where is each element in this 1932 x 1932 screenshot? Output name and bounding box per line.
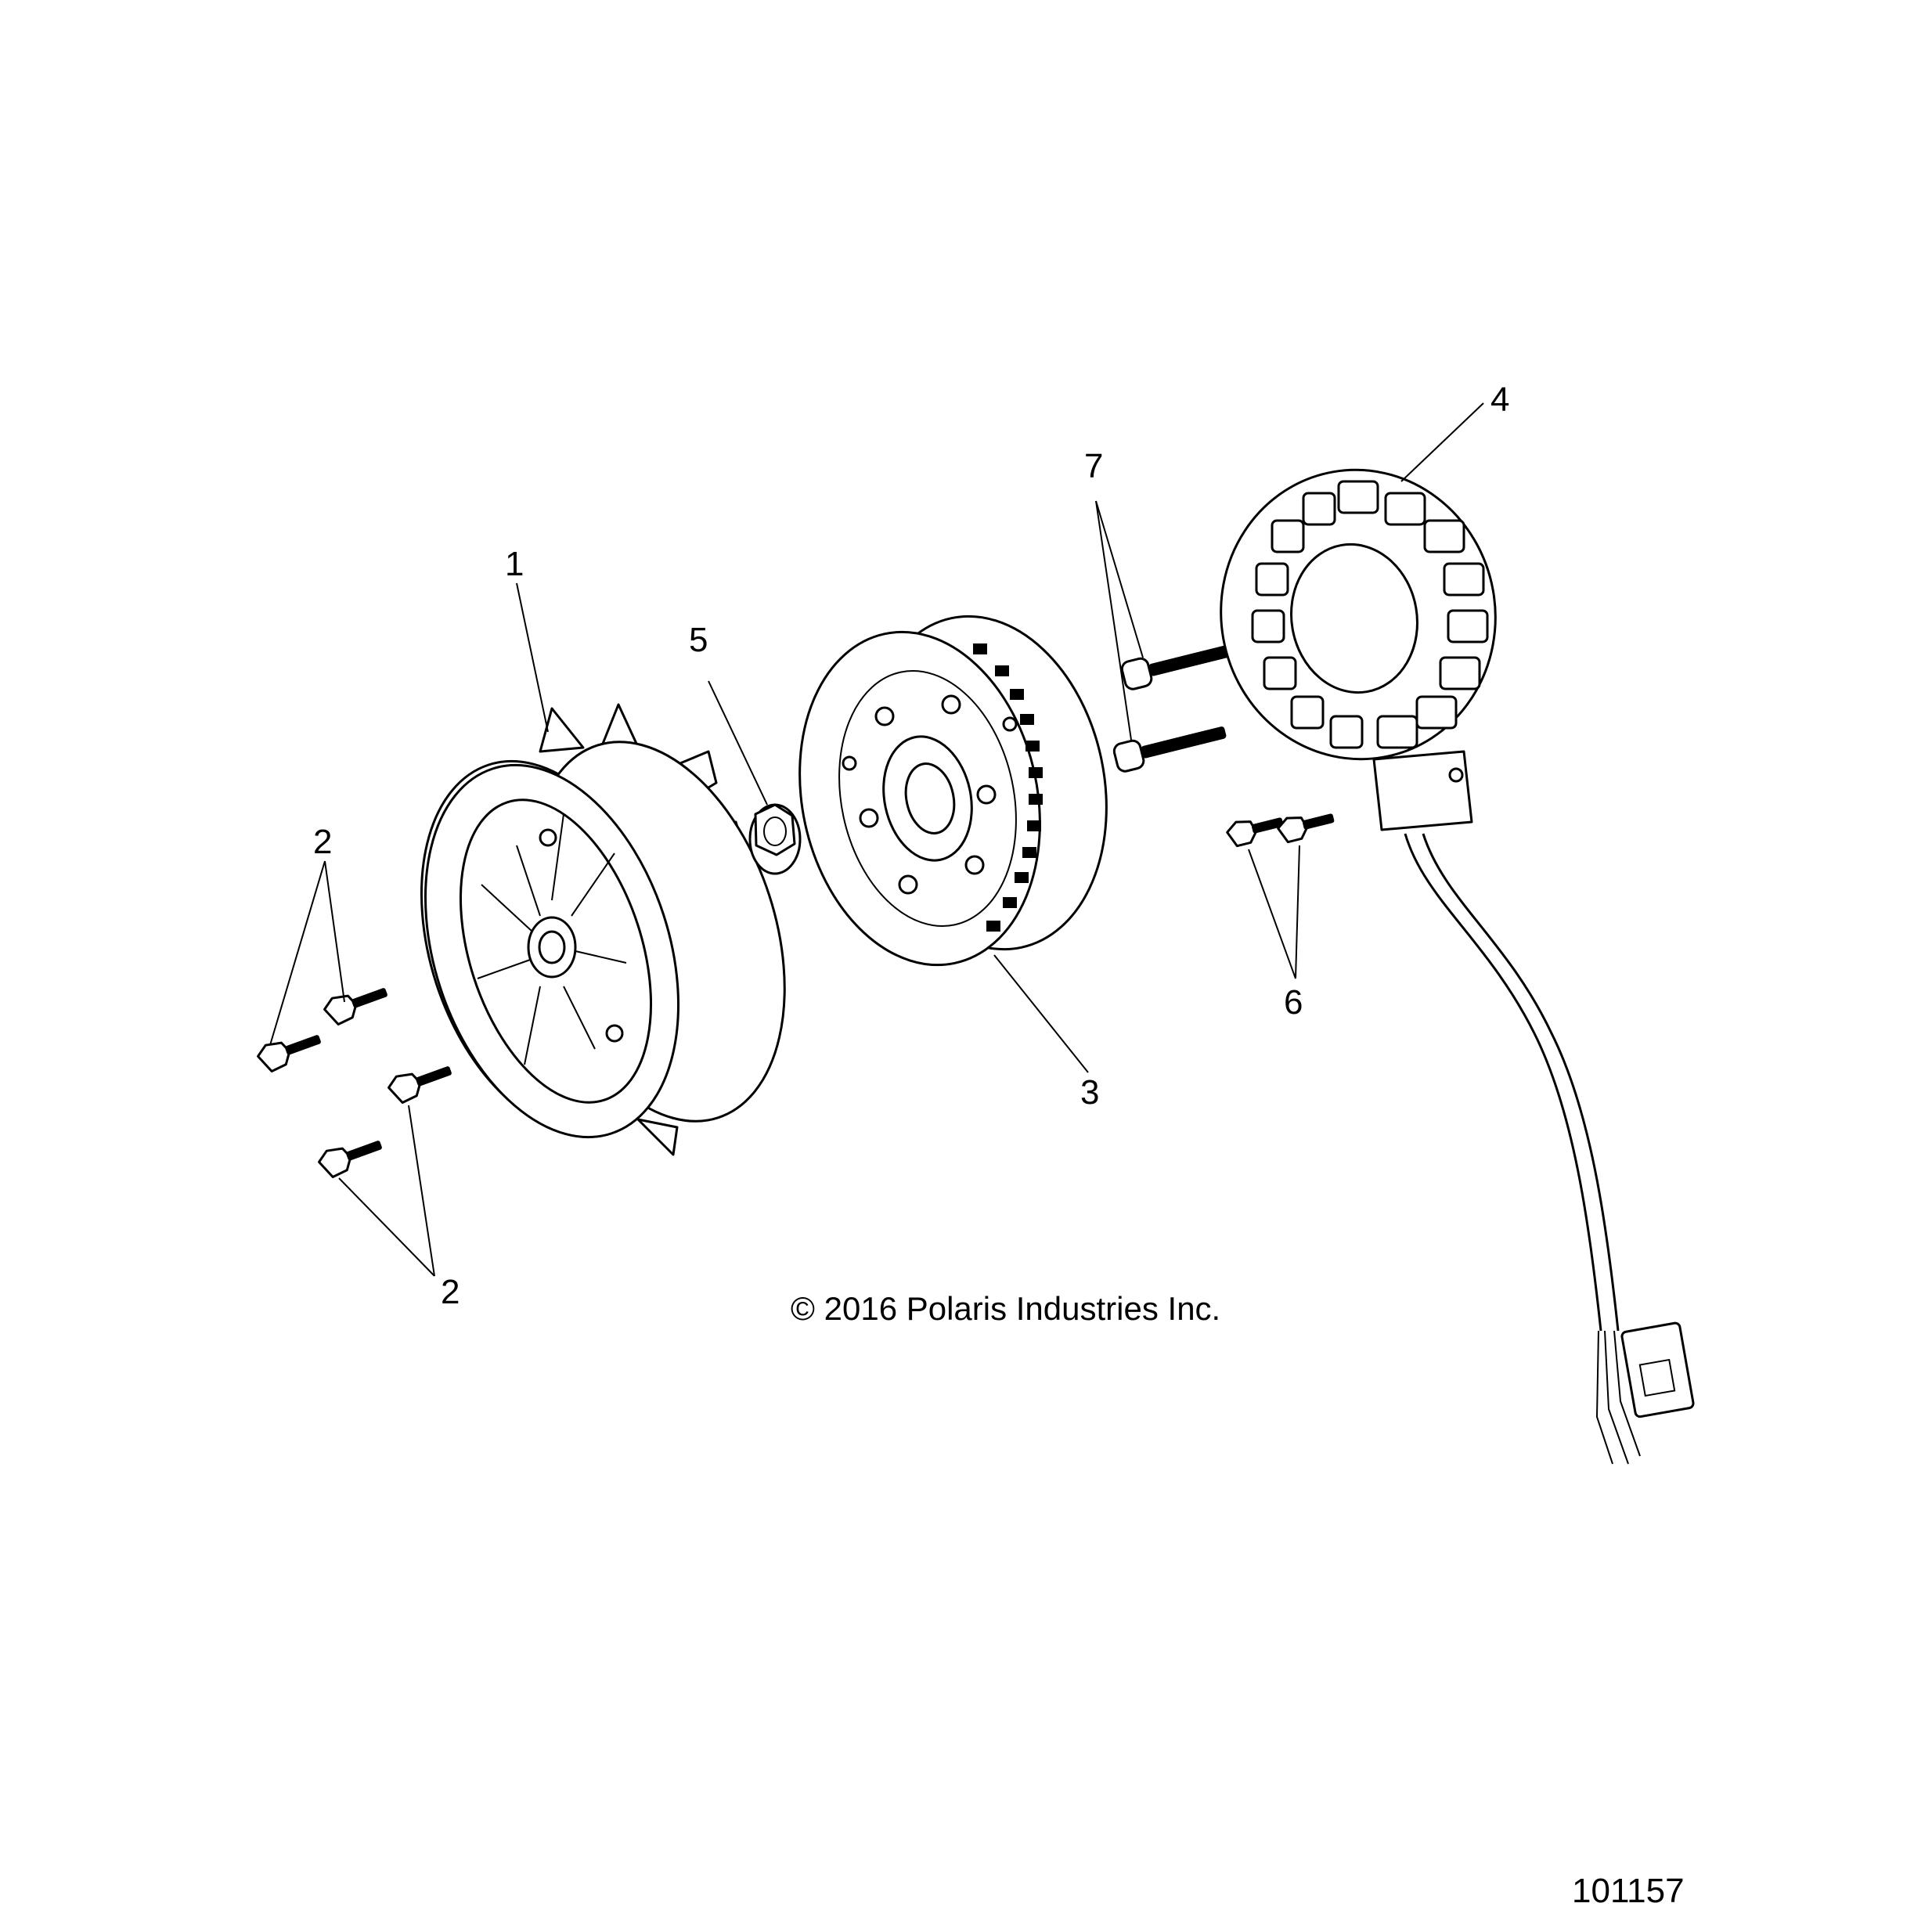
socket-head-bolt	[1112, 726, 1227, 773]
leader-lines	[269, 402, 1484, 1277]
stator	[1220, 468, 1695, 1465]
figure-number: 101157	[1572, 1872, 1685, 1910]
fan-flywheel	[420, 703, 786, 1156]
socket-head-bolt-group	[1112, 644, 1235, 773]
flange-nut	[748, 803, 802, 875]
callout-1: 1	[505, 545, 524, 583]
flange-bolt	[318, 1141, 382, 1179]
flange-bolt	[323, 988, 387, 1026]
flange-bolt-group	[257, 988, 452, 1179]
callout-6: 6	[1284, 983, 1303, 1022]
stator-bolt	[1226, 817, 1284, 848]
rotor	[798, 615, 1108, 967]
callout-4: 4	[1490, 380, 1509, 419]
copyright-notice: © 2016 Polaris Industries Inc.	[791, 1290, 1220, 1327]
callout-7: 7	[1084, 447, 1103, 485]
flange-bolt	[387, 1066, 452, 1105]
flange-bolt	[257, 1035, 321, 1073]
callout-3: 3	[1080, 1073, 1099, 1112]
stator-bolt	[1277, 813, 1335, 844]
socket-head-bolt	[1120, 644, 1235, 690]
callout-5: 5	[689, 621, 708, 659]
callout-2-upper: 2	[313, 823, 332, 861]
stator-bolt-group	[1226, 813, 1335, 848]
callout-2-lower: 2	[441, 1273, 460, 1311]
